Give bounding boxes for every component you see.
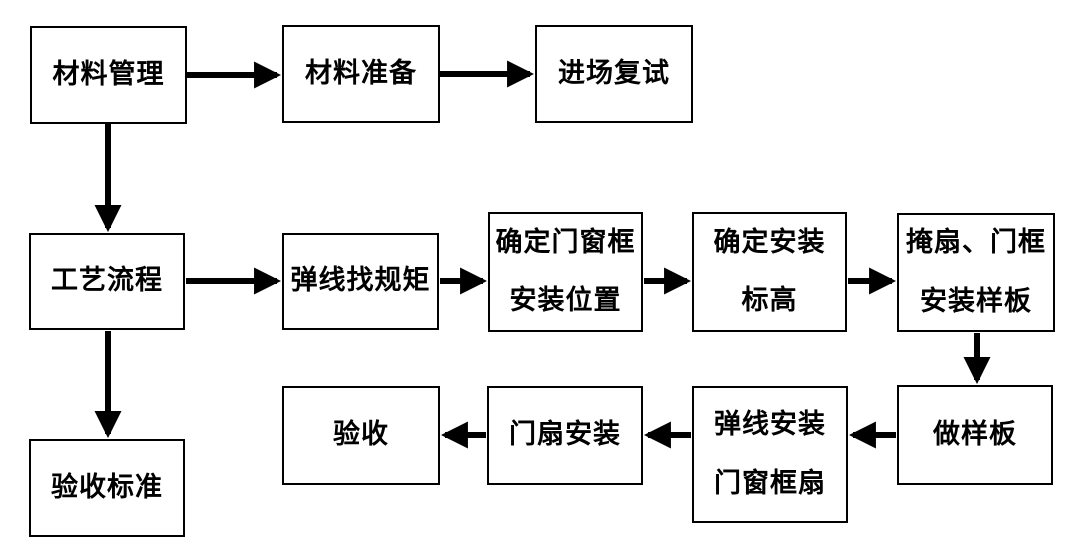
flow-node-snap-line-install-frames: 弹线安装 门窗框扇 bbox=[692, 386, 848, 523]
flow-node-material-management: 材料管理 bbox=[30, 26, 187, 124]
flow-node-acceptance-standard: 验收标准 bbox=[29, 439, 185, 537]
flow-node-determine-installation-elevation: 确定安装 标高 bbox=[692, 212, 847, 332]
flow-node-process-flow: 工艺流程 bbox=[29, 233, 185, 330]
flow-node-incoming-retest: 进场复试 bbox=[535, 25, 693, 123]
flow-node-determine-frame-position: 确定门窗框 安装位置 bbox=[488, 212, 643, 332]
flow-node-door-leaf-installation: 门扇安装 bbox=[487, 386, 643, 485]
flow-node-material-preparation: 材料准备 bbox=[282, 25, 440, 123]
flow-node-snap-line-alignment: 弹线找规矩 bbox=[282, 233, 439, 330]
flow-node-make-sample: 做样板 bbox=[897, 385, 1053, 485]
flow-node-sash-frame-sample-installation: 掩扇、门框 安装样板 bbox=[897, 213, 1055, 332]
flow-node-acceptance: 验收 bbox=[282, 386, 440, 485]
